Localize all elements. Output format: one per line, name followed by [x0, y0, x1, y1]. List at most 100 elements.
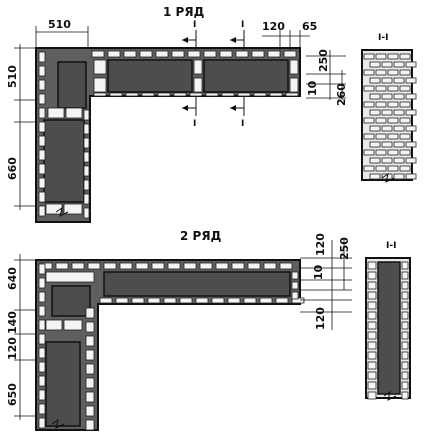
section-brick — [375, 133, 387, 140]
brick — [87, 262, 101, 270]
brick — [85, 419, 95, 431]
section-brick — [387, 165, 399, 172]
brick — [85, 391, 95, 403]
brick — [247, 262, 261, 270]
section-brick — [401, 301, 409, 310]
brick — [195, 297, 209, 304]
row2-title: 2 РЯД — [180, 229, 221, 243]
section-brick — [399, 117, 411, 124]
brick — [55, 262, 69, 270]
row1-title: 1 РЯД — [163, 5, 204, 19]
row2-section-break — [383, 390, 397, 401]
row1-dim-10: 10 — [306, 80, 319, 96]
row1-core-3 — [43, 119, 85, 203]
brick — [189, 92, 203, 97]
section-brick — [367, 391, 377, 400]
brick — [38, 277, 46, 289]
brick — [38, 149, 46, 161]
section-brick — [369, 61, 381, 68]
section-brick — [405, 77, 417, 84]
brick — [267, 50, 281, 58]
brick — [38, 121, 46, 133]
section-brick — [363, 165, 375, 172]
section-brick — [369, 77, 381, 84]
brick — [93, 92, 107, 97]
section-brick — [393, 173, 405, 180]
brick — [38, 177, 46, 189]
section-brick — [401, 261, 409, 270]
brick — [155, 50, 169, 58]
brick — [173, 92, 187, 97]
brick — [147, 297, 161, 304]
brick — [151, 262, 165, 270]
row1-core-corner — [57, 61, 87, 109]
section-brick — [401, 281, 409, 290]
row1-dim-65: 65 — [302, 20, 317, 33]
brick — [125, 92, 139, 97]
brick — [231, 262, 245, 270]
row2-dim-250: 250 — [338, 237, 351, 260]
section-brick — [401, 321, 409, 330]
section-brick — [387, 101, 399, 108]
brick — [38, 205, 46, 217]
section-brick — [381, 93, 393, 100]
section-brick — [387, 133, 399, 140]
section-brick — [401, 361, 409, 370]
brick — [85, 377, 95, 389]
section-brick — [387, 149, 399, 156]
section-brick — [381, 125, 393, 132]
row1-section-bricks — [363, 53, 417, 180]
brick — [85, 349, 95, 361]
row2-section-core — [377, 261, 401, 395]
brick — [83, 207, 90, 219]
section-brick — [367, 261, 377, 270]
section-brick — [375, 101, 387, 108]
section-brick — [387, 69, 399, 76]
section-brick — [369, 173, 381, 180]
row2-core-corner — [51, 285, 91, 317]
svg-text:I: I — [193, 119, 196, 129]
section-brick — [405, 125, 417, 132]
brick — [38, 163, 46, 175]
brick — [38, 191, 46, 203]
brick — [99, 297, 113, 304]
row1-dim-510-left: 510 — [6, 65, 19, 88]
section-brick — [367, 361, 377, 370]
brick — [109, 92, 123, 97]
section-brick — [393, 61, 405, 68]
section-brick — [381, 141, 393, 148]
row1-dim-120: 120 — [262, 20, 285, 33]
svg-text:I: I — [193, 20, 196, 30]
brick — [135, 262, 149, 270]
brick — [237, 92, 251, 97]
section-brick — [399, 53, 411, 60]
row2-dim-650: 650 — [6, 383, 19, 406]
section-brick — [369, 157, 381, 164]
brick — [199, 262, 213, 270]
brick — [38, 51, 46, 63]
section-brick — [405, 157, 417, 164]
svg-text:I: I — [241, 119, 244, 129]
brick — [163, 297, 177, 304]
row2-section-bricks — [367, 261, 409, 400]
brick — [83, 179, 90, 191]
brick — [85, 405, 95, 417]
row2-dim-10: 10 — [312, 264, 325, 280]
row1-core-2 — [203, 59, 289, 93]
section-brick — [367, 351, 377, 360]
section-brick — [367, 281, 377, 290]
section-brick — [393, 125, 405, 132]
brick — [38, 347, 46, 359]
section-brick — [401, 311, 409, 320]
row1-section-mark-b: I I — [230, 20, 245, 129]
brick — [38, 417, 46, 429]
brick — [259, 297, 273, 304]
brick — [38, 305, 46, 317]
section-brick — [367, 371, 377, 380]
row1-dim-660: 660 — [6, 157, 19, 180]
brick — [211, 297, 225, 304]
brick — [167, 262, 181, 270]
brick — [38, 333, 46, 345]
brick — [38, 375, 46, 387]
